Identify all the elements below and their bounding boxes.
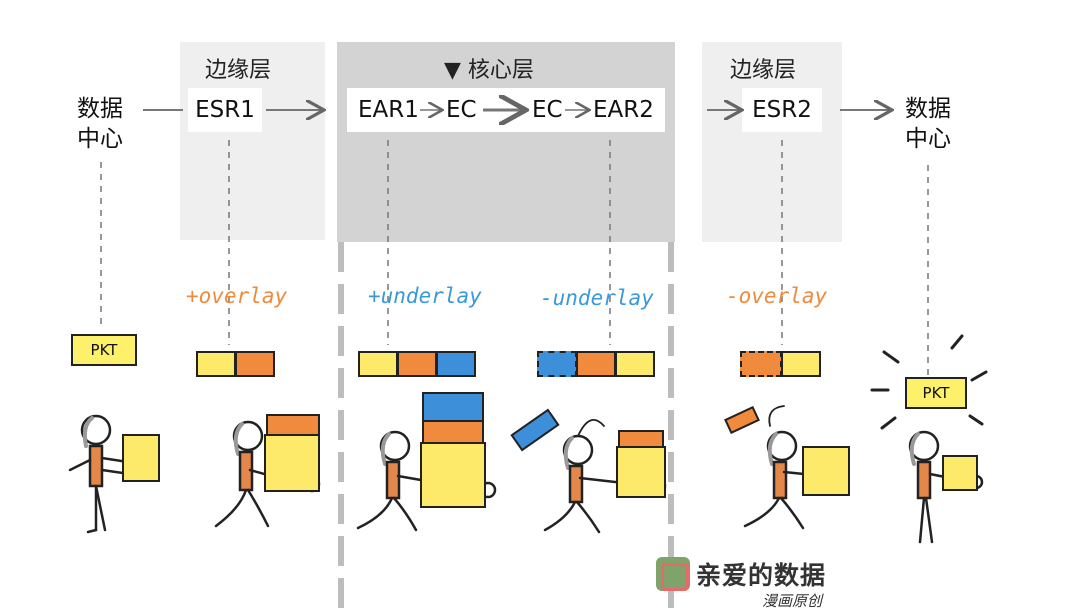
removed-overlay-segment: [740, 351, 782, 377]
removed-underlay-segment: [537, 351, 577, 377]
core-layer-borders: [338, 242, 674, 614]
edge-layer-left-title: 边缘层: [205, 58, 272, 83]
carried-overlay-box: [422, 420, 484, 444]
overlay-segment: [397, 351, 437, 377]
add-underlay-label: +underlay: [368, 284, 482, 308]
carried-overlay-box: [266, 414, 320, 436]
edge-layer-left-band: [180, 42, 325, 240]
carried-packet-box: [420, 442, 486, 508]
packet-segment: [196, 351, 236, 377]
overlay-segment: [576, 351, 616, 377]
underlay-segment: [436, 351, 476, 377]
datacenter-left-line2: 中心: [77, 126, 123, 152]
ear1-node: EAR1: [358, 97, 419, 123]
carried-packet-box: [264, 434, 320, 492]
figure-5: [743, 405, 806, 530]
packet-right: PKT: [905, 377, 967, 409]
packet-left: PKT: [71, 334, 137, 366]
carried-packet-box: [942, 455, 978, 491]
datacenter-left: 数据 中心: [70, 94, 130, 154]
edge-layer-right-title: 边缘层: [730, 58, 797, 83]
ec2-node: EC: [532, 97, 563, 123]
carried-packet-box: [802, 446, 850, 496]
carried-underlay-box: [422, 392, 484, 422]
esr2-node: ESR2: [742, 88, 822, 132]
packet-segment: [781, 351, 821, 377]
datacenter-right: 数据 中心: [898, 94, 958, 154]
ec1-node: EC: [446, 97, 477, 123]
packet-segment: [358, 351, 398, 377]
remove-underlay-label: -underlay: [540, 286, 654, 310]
watermark-subtitle: 漫画原创: [762, 592, 823, 610]
datacenter-right-line2: 中心: [905, 126, 951, 152]
datacenter-right-line1: 数据: [905, 96, 951, 122]
watermark-logo: [656, 557, 690, 591]
carried-packet-box: [122, 434, 160, 482]
add-overlay-label: +overlay: [186, 284, 288, 308]
core-layer-title: ▼ 核心层: [444, 58, 534, 83]
watermark-title: 亲爱的数据: [696, 561, 827, 590]
datacenter-left-line1: 数据: [77, 96, 123, 122]
sparkle-lines: [870, 334, 988, 430]
packet-segment: [615, 351, 655, 377]
remove-overlay-label: -overlay: [726, 284, 828, 308]
ear2-node: EAR2: [593, 97, 654, 123]
esr1-node: ESR1: [188, 88, 262, 132]
carried-packet-box: [616, 446, 666, 498]
edge-layer-right-band: [702, 42, 842, 242]
overlay-segment: [235, 351, 275, 377]
core-layer-band: [337, 42, 675, 242]
figure-1: [68, 414, 132, 534]
